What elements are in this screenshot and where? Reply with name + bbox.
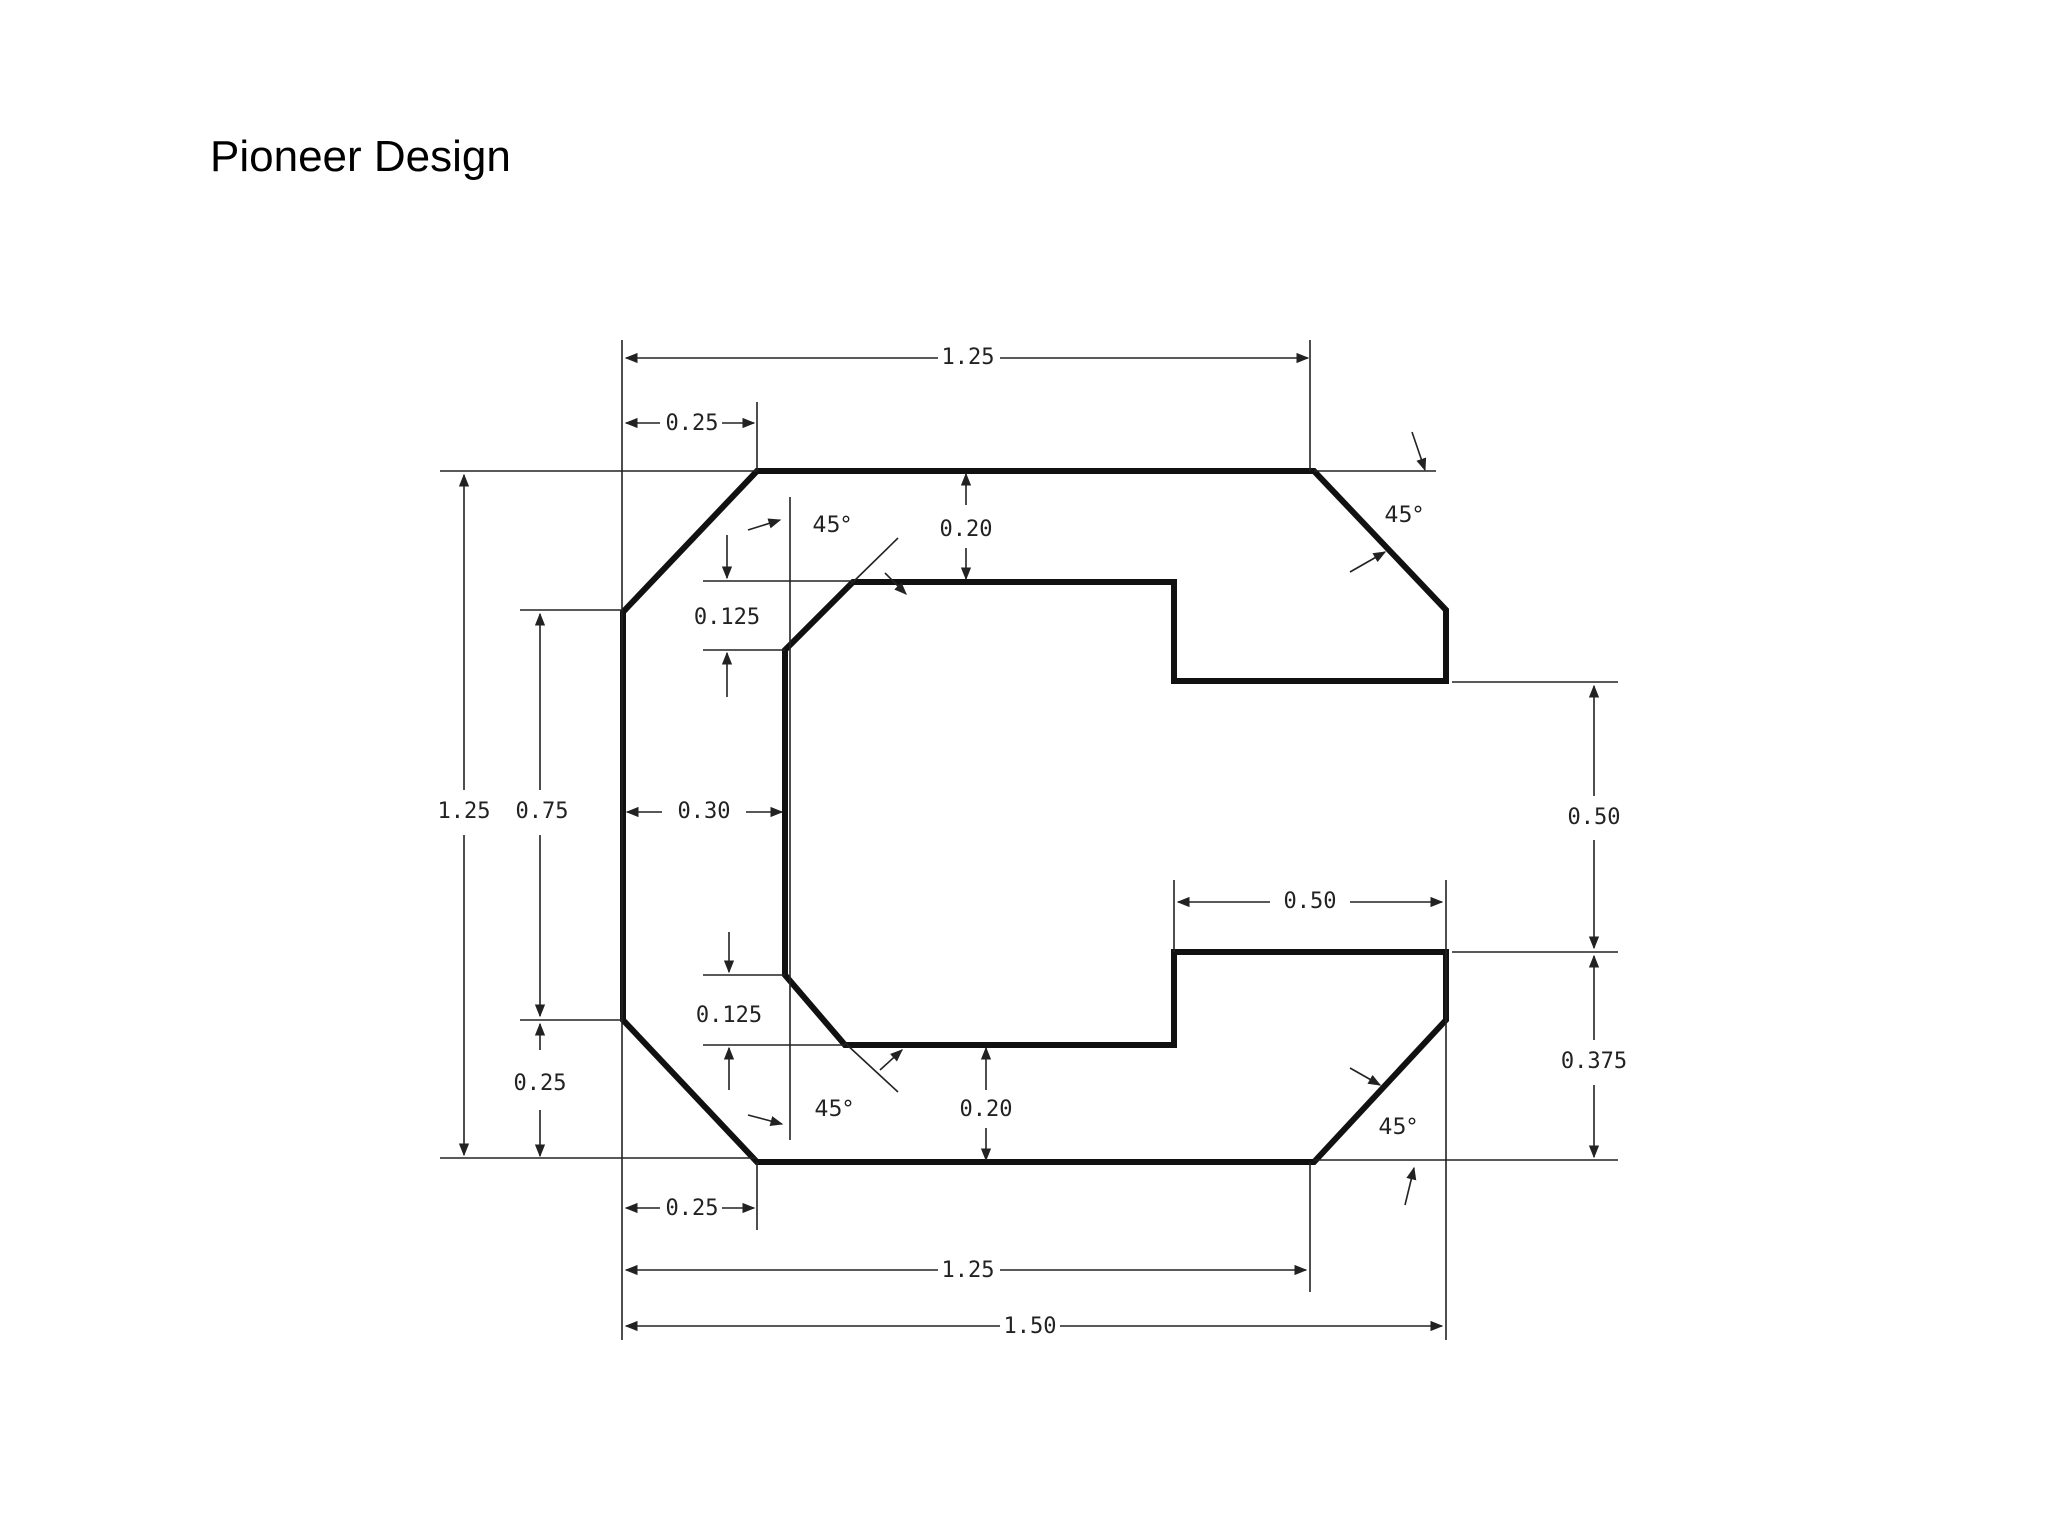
dim-bottom-inner-chamfer: 0.125: [696, 1003, 762, 1028]
dim-bottom-left-chamfer: 0.25: [666, 1196, 719, 1221]
angle-top-left-outer: 45°: [813, 513, 852, 538]
dim-left-overall-height: 1.25: [438, 799, 491, 824]
dimension-lines: [458, 352, 1600, 1332]
dim-slot-width: 0.50: [1284, 889, 1337, 914]
dim-top-overall-width: 1.25: [942, 345, 995, 370]
part-outline: [620, 468, 1449, 1165]
angle-bottom-right: 45°: [1379, 1115, 1418, 1140]
dim-left-bottom-chamfer: 0.25: [514, 1071, 567, 1096]
page-title: Pioneer Design: [210, 132, 511, 181]
angle-bottom-left-inner: 45°: [815, 1097, 854, 1122]
dim-left-straight-height: 0.75: [516, 799, 569, 824]
dim-total-width: 1.50: [1004, 1314, 1057, 1339]
angle-leaders: [747, 431, 1427, 1206]
dim-top-inner-chamfer: 0.125: [694, 605, 760, 630]
dim-bottom-thickness: 0.20: [960, 1097, 1013, 1122]
dim-top-thickness: 0.20: [940, 517, 993, 542]
dim-wall-thickness: 0.30: [678, 799, 731, 824]
dim-bottom-overall-width: 1.25: [942, 1258, 995, 1283]
extension-lines: [440, 340, 1618, 1340]
dim-right-lower-height: 0.375: [1561, 1049, 1627, 1074]
dim-top-left-chamfer: 0.25: [666, 411, 719, 436]
angle-top-right: 45°: [1385, 503, 1424, 528]
dim-slot-depth: 0.50: [1568, 805, 1621, 830]
